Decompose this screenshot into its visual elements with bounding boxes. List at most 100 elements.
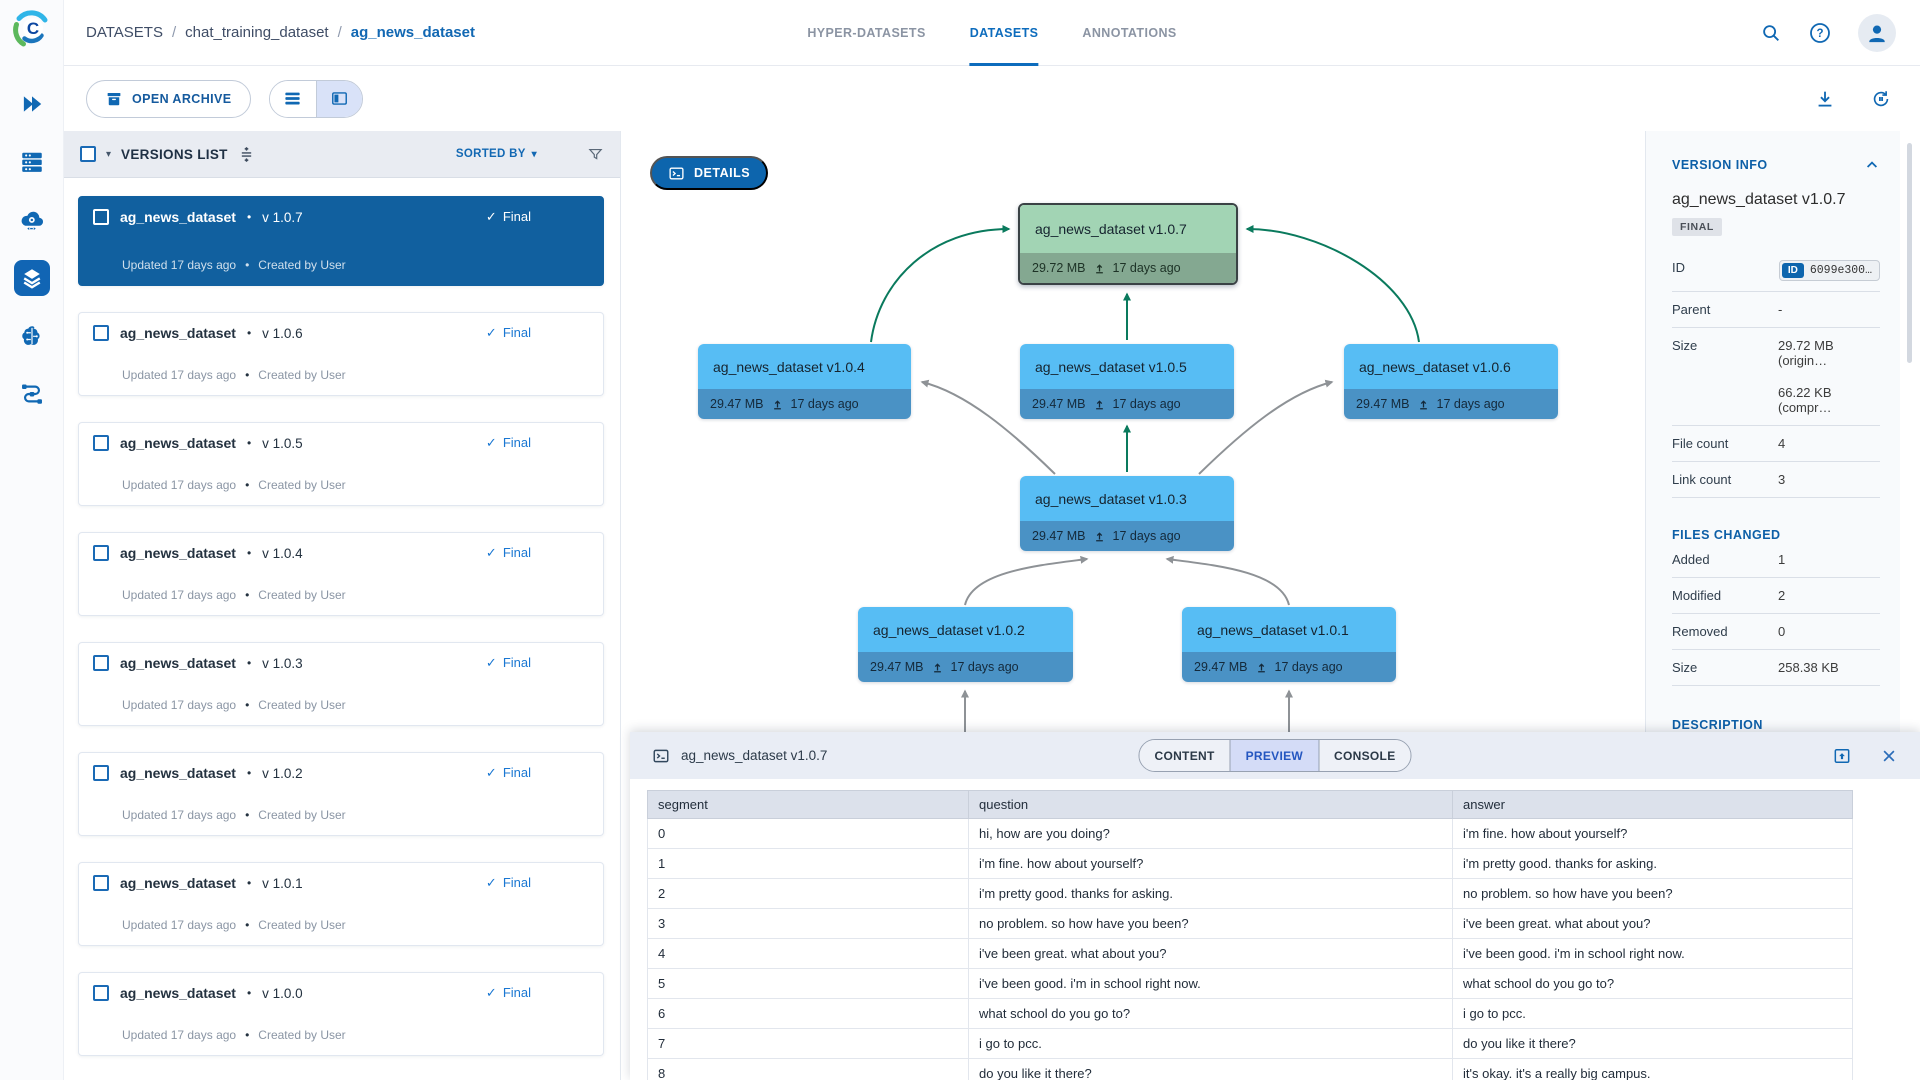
breadcrumb-separator: / [171,24,177,41]
description-title: DESCRIPTION [1672,718,1763,732]
version-list-item[interactable]: ag_news_dataset • v 1.0.2 ✓ Final Update… [78,752,604,836]
breadcrumb-datasets[interactable]: DATASETS [86,24,163,41]
version-status: ✓ Final [485,435,531,450]
details-button[interactable]: DETAILS [650,156,769,190]
tab-datasets[interactable]: DATASETS [969,0,1039,66]
version-checkbox[interactable] [93,875,109,891]
preview-tab-content[interactable]: CONTENT [1139,740,1230,771]
version-list-item[interactable]: ag_news_dataset • v 1.0.4 ✓ Final Update… [78,532,604,616]
auto-refresh-icon[interactable] [1870,88,1892,110]
table-cell: what school do you go to? [968,998,1453,1029]
upload-icon [1095,263,1103,273]
sorted-by-dropdown[interactable]: SORTED BY ▾ [456,148,537,160]
graph-node[interactable]: ag_news_dataset v1.0.1 29.47 MB 17 days … [1182,607,1396,682]
expand-sidebar-icon[interactable] [14,86,50,122]
version-list-item[interactable]: ag_news_dataset • v 1.0.7 ✓ Final Update… [78,196,604,286]
details-label: DETAILS [694,166,751,180]
close-panel-icon[interactable] [1880,746,1898,766]
dot-separator: • [246,210,252,224]
graph-node-label: ag_news_dataset v1.0.4 [698,344,911,389]
table-column-header: question [968,790,1453,819]
id-pill[interactable]: ID 6099e300… [1778,260,1880,281]
graph-node[interactable]: ag_news_dataset v1.0.4 29.47 MB 17 days … [698,344,911,419]
workers-cloud-icon[interactable] [14,202,50,238]
open-archive-button[interactable]: OPEN ARCHIVE [86,79,251,118]
preview-tab-console[interactable]: CONSOLE [1318,740,1411,771]
info-value: 0 [1778,624,1786,639]
version-checkbox[interactable] [93,435,109,451]
version-number: v 1.0.5 [262,435,303,451]
version-list-item[interactable]: ag_news_dataset • v 1.0.3 ✓ Final Update… [78,642,604,726]
pipelines-icon[interactable] [14,376,50,412]
version-checkbox[interactable] [93,209,109,225]
queues-icon[interactable] [14,144,50,180]
graph-node-footer: 29.47 MB 17 days ago [1344,389,1558,419]
info-value: 4 [1778,436,1786,451]
table-cell: 4 [647,938,969,969]
user-avatar[interactable] [1858,13,1896,52]
version-list-item[interactable]: ag_news_dataset • v 1.0.1 ✓ Final Update… [78,862,604,946]
dot-separator: • [246,436,252,450]
version-status: ✓ Final [485,985,531,1000]
select-all-caret-icon[interactable]: ▾ [106,148,112,160]
help-icon[interactable]: ? [1808,21,1832,45]
info-value: 3 [1778,472,1786,487]
split-view-toggle[interactable] [315,80,362,117]
versions-list-title: VERSIONS LIST [121,146,228,162]
sorted-by-caret-icon: ▾ [531,148,537,160]
main-tabs: HYPER-DATASETS DATASETS ANNOTATIONS [807,0,1176,66]
upload-icon [773,399,781,409]
tab-annotations[interactable]: ANNOTATIONS [1082,26,1177,40]
breadcrumb-project[interactable]: chat_training_dataset [185,24,329,41]
version-meta: Updated 17 days ago • Created by User [122,478,346,492]
breadcrumb-dataset[interactable]: ag_news_dataset [350,24,475,41]
graph-edges [870,225,1420,732]
table-view-toggle[interactable] [269,80,316,117]
version-name: ag_news_dataset [120,765,236,781]
id-chip: ID [1781,263,1804,278]
info-label: File count [1672,436,1729,451]
graph-node[interactable]: ag_news_dataset v1.0.2 29.47 MB 17 days … [858,607,1073,682]
version-list-item[interactable]: ag_news_dataset • v 1.0.5 ✓ Final Update… [78,422,604,506]
graph-node[interactable]: ag_news_dataset v1.0.5 29.47 MB 17 days … [1020,344,1234,419]
datasets-icon[interactable] [13,260,50,296]
graph-node[interactable]: ag_news_dataset v1.0.7 29.72 MB 17 days … [1018,203,1238,285]
download-icon[interactable] [1814,88,1836,110]
popout-panel-icon[interactable] [1832,746,1852,766]
dot-separator: • [246,326,252,340]
tab-hyper-datasets[interactable]: HYPER-DATASETS [807,26,926,40]
version-list-item[interactable]: ag_news_dataset • v 1.0.6 ✓ Final Update… [78,312,604,396]
version-checkbox[interactable] [93,655,109,671]
search-icon[interactable] [1760,22,1782,44]
filter-icon[interactable] [587,146,604,163]
version-list-item[interactable]: ag_news_dataset • v 1.0.0 ✓ Final Update… [78,972,604,1056]
graph-node[interactable]: ag_news_dataset v1.0.6 29.47 MB 17 days … [1344,344,1558,419]
models-brain-icon[interactable] [14,318,50,354]
info-row-id: ID ID 6099e300… [1672,250,1880,292]
collapse-panel-icon[interactable] [1864,157,1880,173]
info-label: Modified [1672,588,1722,603]
scrollbar-thumb[interactable] [1907,143,1912,363]
version-number: v 1.0.1 [262,875,303,891]
version-checkbox[interactable] [93,325,109,341]
clearml-logo[interactable]: C [9,6,55,52]
version-checkbox[interactable] [93,765,109,781]
version-status: ✓ Final [485,765,531,780]
preview-tab-preview[interactable]: PREVIEW [1229,740,1319,771]
version-checkbox[interactable] [93,545,109,561]
version-checkbox[interactable] [93,985,109,1001]
node-size: 29.47 MB [1194,660,1248,674]
node-upload-date: 17 days ago [1112,529,1181,543]
table-cell: i've been good. i'm in school right now. [1452,938,1853,969]
select-all-checkbox[interactable] [80,146,96,162]
graph-node[interactable]: ag_news_dataset v1.0.3 29.47 MB 17 days … [1020,476,1234,551]
table-cell: 7 [647,1028,969,1059]
sort-versions-icon[interactable] [238,146,255,163]
